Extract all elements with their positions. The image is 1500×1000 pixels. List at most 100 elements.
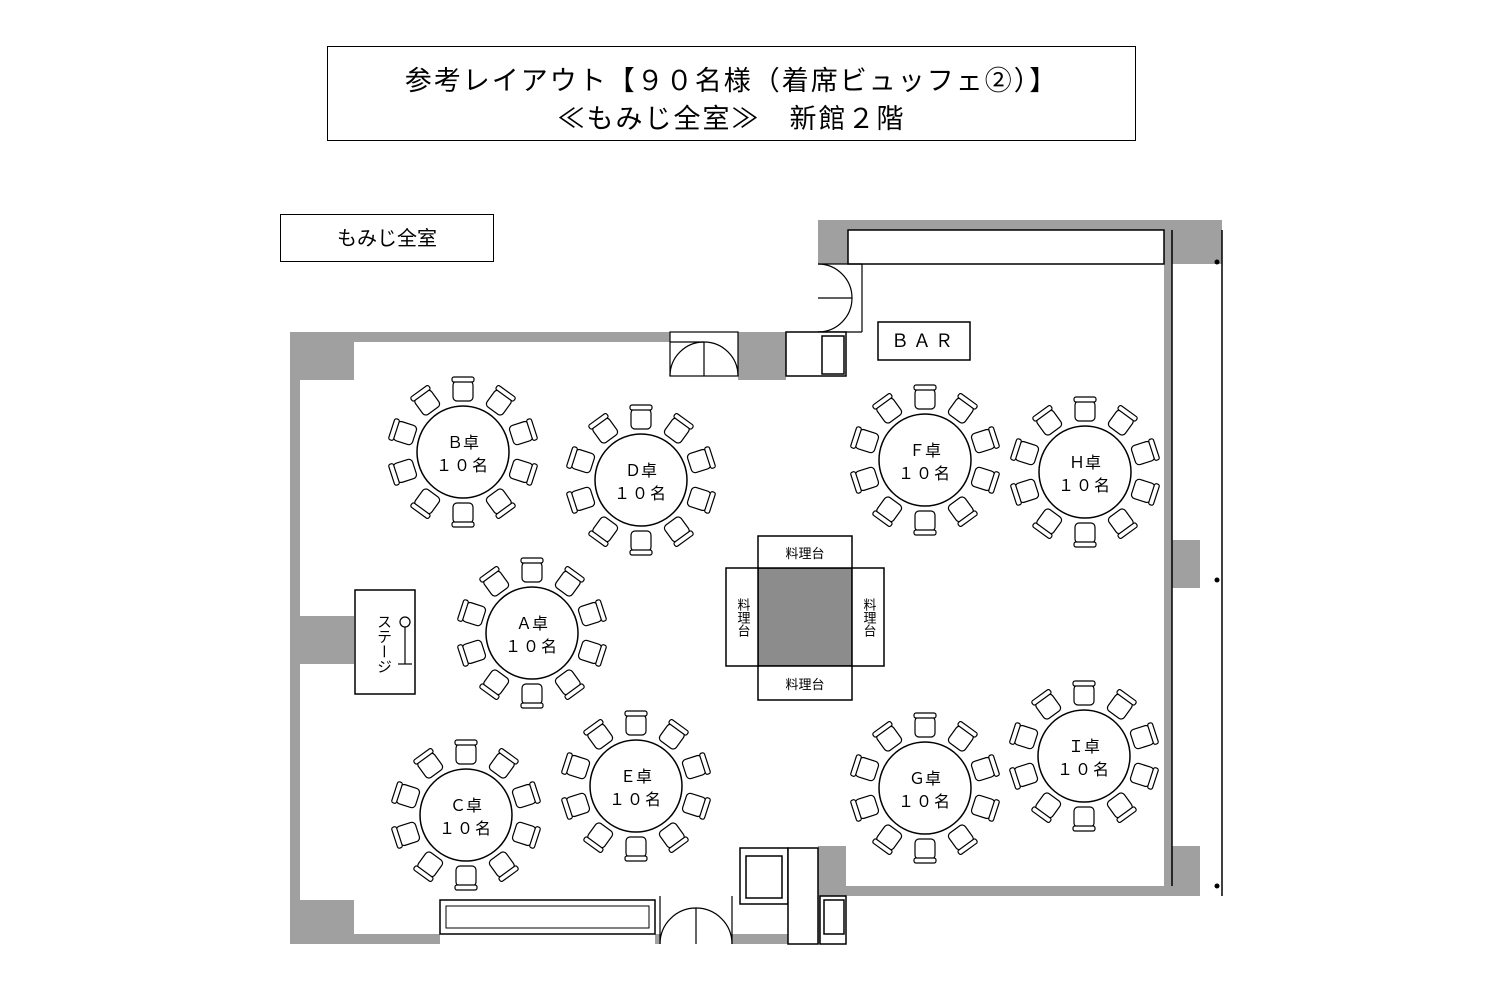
chair — [561, 752, 591, 780]
chair — [511, 821, 541, 849]
chair — [1031, 792, 1062, 823]
chair — [970, 466, 1000, 494]
chair — [850, 426, 880, 454]
chair — [913, 838, 937, 864]
table-top — [416, 405, 510, 499]
chair — [970, 754, 1000, 782]
chair — [1010, 438, 1040, 466]
chair — [451, 376, 475, 402]
chair — [629, 404, 653, 430]
chair — [1073, 522, 1097, 548]
top-double-door — [669, 331, 739, 377]
chair — [1032, 405, 1063, 436]
chair — [913, 510, 937, 536]
chair — [624, 836, 648, 862]
chair — [391, 821, 421, 849]
chair — [391, 781, 421, 809]
table-top — [878, 413, 972, 507]
chair — [850, 466, 880, 494]
table-guests: １０名 — [436, 456, 490, 475]
chair — [686, 446, 716, 474]
chair — [850, 754, 880, 782]
chair — [1106, 689, 1137, 720]
chair — [1106, 792, 1137, 823]
chair — [913, 712, 937, 738]
chair — [947, 721, 978, 752]
stage-label: ステージ — [375, 614, 393, 674]
table-D: Ｄ卓 １０名 — [566, 404, 716, 556]
chair — [1072, 806, 1096, 832]
chair — [554, 669, 585, 700]
wall-dots — [1214, 259, 1220, 889]
chair — [508, 418, 538, 446]
table-top — [1038, 425, 1132, 519]
chair — [454, 865, 478, 891]
chair — [658, 719, 689, 750]
table-name: Ｂ卓 — [447, 433, 479, 452]
chair — [583, 822, 614, 853]
chair — [488, 748, 519, 779]
table-name: Ｃ卓 — [450, 796, 482, 815]
table-name: Ｅ卓 — [620, 767, 652, 786]
table-top — [419, 768, 513, 862]
chair — [913, 384, 937, 410]
chair — [1072, 680, 1096, 706]
chair — [686, 486, 716, 514]
chair — [511, 781, 541, 809]
chair — [1129, 762, 1159, 790]
chair — [1073, 396, 1097, 422]
chair — [1129, 722, 1159, 750]
chair — [488, 851, 519, 882]
chair — [1130, 438, 1160, 466]
table-guests: １０名 — [609, 790, 663, 809]
title-box: 参考レイアウト【９０名様（着席ビュッフェ②）】 ≪もみじ全室≫ 新館２階 — [327, 46, 1136, 141]
table-top — [485, 586, 579, 680]
table-name: Ｄ卓 — [625, 461, 657, 480]
buffet-label-left: 料理台 — [735, 598, 751, 637]
table-name: Ｇ卓 — [909, 769, 941, 788]
chair — [508, 458, 538, 486]
chair — [566, 446, 596, 474]
chair — [681, 792, 711, 820]
chair — [577, 599, 607, 627]
chair — [1130, 478, 1160, 506]
bottom-cabinet — [739, 847, 847, 945]
chair — [872, 393, 903, 424]
chair — [520, 683, 544, 709]
chair — [485, 488, 516, 519]
chair — [1010, 478, 1040, 506]
chair — [479, 566, 510, 597]
table-guests: １０名 — [1057, 760, 1111, 779]
chair — [629, 530, 653, 556]
bottom-double-door — [659, 896, 733, 945]
buffet-label-right: 料理台 — [861, 598, 877, 637]
chair — [588, 516, 619, 547]
table-A: Ａ卓 １０名 — [457, 557, 607, 709]
chair — [485, 385, 516, 416]
room-label: もみじ全室 — [280, 214, 494, 262]
chair — [410, 488, 441, 519]
chair — [947, 496, 978, 527]
chair — [1009, 722, 1039, 750]
table-top — [1037, 709, 1131, 803]
chair — [457, 599, 487, 627]
chair — [413, 851, 444, 882]
annex-double-door — [817, 263, 863, 333]
table-guests: １０名 — [614, 484, 668, 503]
buffet-label-top: 料理台 — [785, 547, 824, 562]
table-guests: １０名 — [505, 637, 559, 656]
chair — [479, 669, 510, 700]
table-name: Ｆ卓 — [909, 441, 941, 460]
chair — [1031, 689, 1062, 720]
chair — [554, 566, 585, 597]
chair — [583, 719, 614, 750]
corridor-counter — [847, 229, 1165, 265]
table-top — [594, 433, 688, 527]
chair — [1107, 405, 1138, 436]
table-name: Ａ卓 — [516, 614, 548, 633]
chair — [1032, 508, 1063, 539]
chair — [658, 822, 689, 853]
